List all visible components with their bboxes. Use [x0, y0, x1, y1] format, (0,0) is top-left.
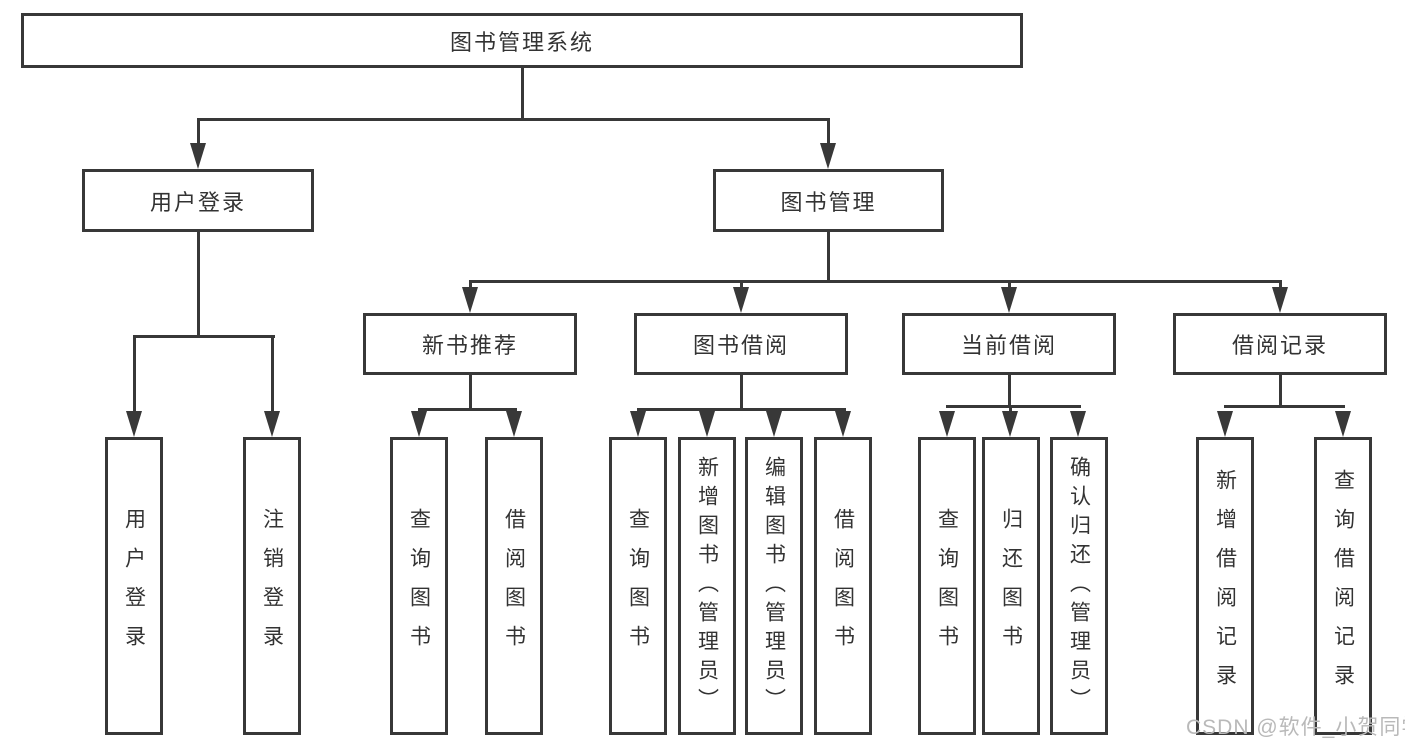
leaf-query-book-recommend-label: 查询图书 — [407, 508, 431, 664]
leaf-query-book-current: 查询图书 — [918, 437, 976, 735]
leaf-logout-label: 注销登录 — [260, 508, 284, 664]
arrowhead-down — [630, 411, 646, 437]
edge-line — [1279, 373, 1282, 407]
edge-line — [197, 118, 830, 121]
edge-line — [521, 66, 524, 120]
node-borrow-records-label: 借阅记录 — [1231, 333, 1328, 358]
leaf-query-book-current-label: 查询图书 — [935, 508, 959, 664]
edge-line — [1009, 405, 1012, 413]
edge-line — [469, 280, 1282, 283]
edge-line — [637, 408, 846, 411]
edge-line — [469, 280, 472, 292]
node-user-login-label: 用户登录 — [149, 189, 246, 215]
leaf-add-book-admin-label: 新增图书（管理员） — [695, 455, 719, 717]
edge-line — [133, 335, 275, 338]
edge-line — [740, 373, 743, 410]
leaf-query-book-borrow: 查询图书 — [609, 437, 667, 735]
leaf-add-borrow-record-label: 新增借阅记录 — [1213, 469, 1237, 703]
edge-line — [946, 405, 1081, 408]
arrowhead-down — [1001, 287, 1017, 313]
node-user-login: 用户登录 — [82, 169, 314, 232]
node-new-book-recommend-label: 新书推荐 — [421, 333, 518, 358]
edge-line — [418, 408, 517, 411]
arrowhead-down — [411, 411, 427, 437]
edge-line — [827, 118, 830, 148]
edge-line — [197, 118, 200, 148]
arrowhead-down — [733, 287, 749, 313]
arrowhead-down — [1335, 411, 1351, 437]
node-root: 图书管理系统 — [21, 13, 1023, 68]
edge-line — [469, 373, 472, 410]
arrowhead-down — [462, 287, 478, 313]
edge-line — [740, 280, 743, 292]
leaf-return-book-label: 归还图书 — [999, 508, 1023, 664]
arrowhead-down — [506, 411, 522, 437]
arrowhead-down — [264, 411, 280, 437]
leaf-borrow-book: 借阅图书 — [814, 437, 872, 735]
node-new-book-recommend: 新书推荐 — [363, 313, 577, 375]
leaf-borrow-book-label: 借阅图书 — [831, 508, 855, 664]
arrowhead-down — [126, 411, 142, 437]
leaf-query-borrow-record: 查询借阅记录 — [1314, 437, 1372, 735]
edge-line — [827, 230, 830, 282]
node-current-borrow-label: 当前借阅 — [960, 333, 1057, 358]
node-book-borrow-label: 图书借阅 — [692, 333, 789, 358]
leaf-confirm-return-admin-label: 确认归还（管理员） — [1067, 455, 1091, 717]
leaf-edit-book-admin: 编辑图书（管理员） — [745, 437, 803, 735]
edge-line — [1008, 280, 1011, 292]
arrowhead-down — [190, 143, 206, 169]
arrowhead-down — [939, 411, 955, 437]
node-book-borrow: 图书借阅 — [634, 313, 848, 375]
node-current-borrow: 当前借阅 — [902, 313, 1116, 375]
leaf-confirm-return-admin: 确认归还（管理员） — [1050, 437, 1108, 735]
edge-line — [1279, 280, 1282, 292]
leaf-query-book-recommend: 查询图书 — [390, 437, 448, 735]
leaf-user-login-label: 用户登录 — [122, 508, 146, 664]
node-root-label: 图书管理系统 — [449, 29, 594, 55]
arrowhead-down — [835, 411, 851, 437]
arrowhead-down — [1272, 287, 1288, 313]
leaf-query-book-borrow-label: 查询图书 — [626, 508, 650, 664]
arrowhead-down — [820, 143, 836, 169]
csdn-watermark: CSDN @软件_小贺同学 — [1186, 716, 1405, 739]
edge-line — [271, 335, 274, 415]
edge-line — [133, 335, 136, 415]
leaf-borrow-book-recommend: 借阅图书 — [485, 437, 543, 735]
edge-line — [197, 230, 200, 337]
arrowhead-down — [1070, 411, 1086, 437]
leaf-user-login: 用户登录 — [105, 437, 163, 735]
arrowhead-down — [699, 411, 715, 437]
arrowhead-down — [1217, 411, 1233, 437]
leaf-add-book-admin: 新增图书（管理员） — [678, 437, 736, 735]
node-book-management: 图书管理 — [713, 169, 944, 232]
edge-line — [1224, 405, 1345, 408]
leaf-borrow-book-recommend-label: 借阅图书 — [502, 508, 526, 664]
arrowhead-down — [766, 411, 782, 437]
leaf-add-borrow-record: 新增借阅记录 — [1196, 437, 1254, 735]
node-borrow-records: 借阅记录 — [1173, 313, 1387, 375]
leaf-return-book: 归还图书 — [982, 437, 1040, 735]
leaf-query-borrow-record-label: 查询借阅记录 — [1331, 469, 1355, 703]
leaf-edit-book-admin-label: 编辑图书（管理员） — [762, 455, 786, 717]
leaf-logout: 注销登录 — [243, 437, 301, 735]
node-book-management-label: 图书管理 — [780, 189, 877, 215]
arrowhead-down — [1002, 411, 1018, 437]
edge-line — [1008, 373, 1011, 407]
